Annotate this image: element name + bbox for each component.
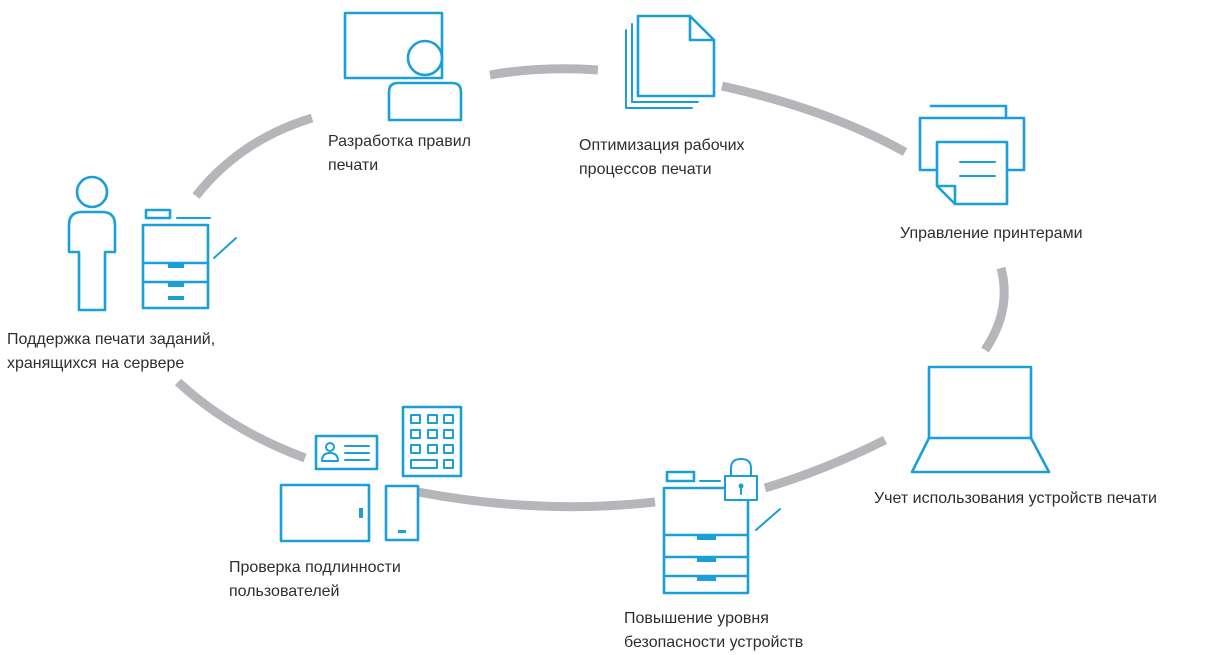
printer-icon <box>918 104 1026 206</box>
connector-arc <box>489 64 599 80</box>
smartphone-icon <box>384 484 420 542</box>
label-line: Учет использования устройств печати <box>874 490 1157 507</box>
label-line: безопасности устройств <box>624 634 804 651</box>
laptop-icon <box>910 365 1051 474</box>
tablet-icon <box>279 483 371 543</box>
secure-printer-icon <box>662 470 781 595</box>
label-line: Управление принтерами <box>900 225 1083 242</box>
policy-development-icon <box>343 11 463 122</box>
label-device-security: Повышение уровня безопасности устройств <box>624 607 803 655</box>
label-line: Проверка подлинности <box>229 559 401 576</box>
connector-arc <box>417 487 656 512</box>
label-line: пользователей <box>229 583 340 600</box>
keypad-icon <box>401 405 463 478</box>
multifunction-printer-icon <box>141 208 237 310</box>
padlock-icon <box>724 458 758 501</box>
label-line: Оптимизация рабочих <box>579 137 745 154</box>
connector-arc <box>981 266 1009 353</box>
person-icon <box>67 175 117 312</box>
label-server-print-support: Поддержка печати заданий, хранящихся на … <box>7 328 215 376</box>
label-printer-management: Управление принтерами <box>900 222 1083 246</box>
label-usage-accounting: Учет использования устройств печати <box>874 487 1157 511</box>
label-line: хранящихся на сервере <box>7 355 185 372</box>
label-user-authentication: Проверка подлинности пользователей <box>229 556 401 604</box>
connector-arc <box>721 81 908 156</box>
connector-arc <box>763 435 888 493</box>
connector-arc <box>192 113 314 199</box>
label-line: Повышение уровня <box>624 610 769 627</box>
connector-arc <box>174 378 307 463</box>
label-workflow-optimization: Оптимизация рабочих процессов печати <box>579 134 745 182</box>
label-line: процессов печати <box>579 161 712 178</box>
document-stack-icon <box>625 14 716 109</box>
label-policy-development: Разработка правил печати <box>328 130 471 178</box>
label-line: печати <box>328 157 379 174</box>
cycle-connectors <box>174 64 1009 512</box>
label-line: Поддержка печати заданий, <box>7 331 216 348</box>
id-card-icon <box>314 434 379 471</box>
label-line: Разработка правил <box>328 133 471 150</box>
